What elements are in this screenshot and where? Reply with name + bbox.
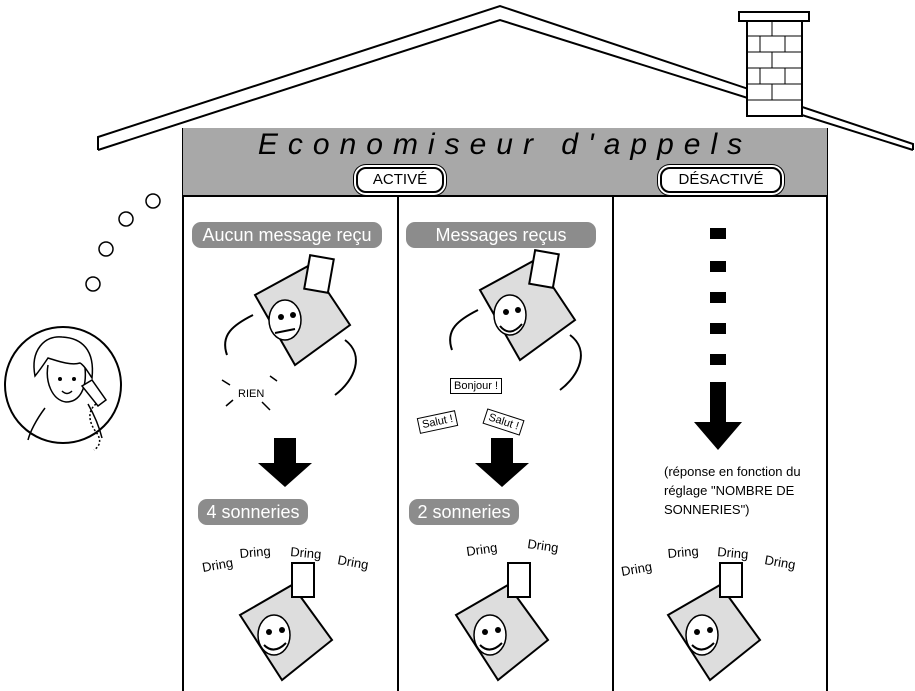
fax-machine-talking [449,249,582,391]
dring-text: Dring [465,540,498,559]
dring-text: Dring [763,552,796,572]
waiting-dashes [710,228,726,365]
woman-on-phone [4,326,122,451]
badge-2-rings: 2 sonneries [409,499,519,525]
chimney [738,11,810,117]
dring-text: Dring [290,544,322,562]
badge-messages: Messages reçus [406,222,596,248]
diagram-title: Economiseur d'appels [257,128,753,161]
dring-row-2: Dring Dring [465,536,559,559]
down-arrow-3 [694,382,742,450]
fax-machine-ringing-1 [238,562,334,682]
roof [97,4,914,150]
dring-text: Dring [667,543,699,561]
fax-machine-ringing-3 [666,562,762,682]
badge-4-rings: 4 sonneries [198,499,308,525]
dring-text: Dring [527,536,560,555]
fax-machine-idle [224,254,357,396]
rien-lines [221,375,278,411]
dring-text: Dring [201,555,234,575]
dring-text: Dring [717,544,749,562]
dring-row-3: Dring Dring Dring Dring [620,543,797,579]
state-active: ACTIVÉ [356,167,444,193]
dring-row-1: Dring Dring Dring Dring [201,543,370,575]
ring-setting-note: (réponse en fonction du réglage "NOMBRE … [664,464,801,517]
rien-label: RIEN [238,388,265,400]
dring-text: Dring [620,559,653,579]
dring-text: Dring [336,552,369,572]
down-arrow-1 [258,438,312,487]
bonjour-label: Bonjour ! [450,378,503,394]
state-inactive: DÉSACTIVÉ [660,167,782,193]
fax-machine-ringing-2 [454,562,550,682]
badge-no-message: Aucun message reçu [192,222,382,248]
down-arrow-2 [475,438,529,487]
dring-text: Dring [239,543,271,561]
thought-bubbles [85,193,161,292]
